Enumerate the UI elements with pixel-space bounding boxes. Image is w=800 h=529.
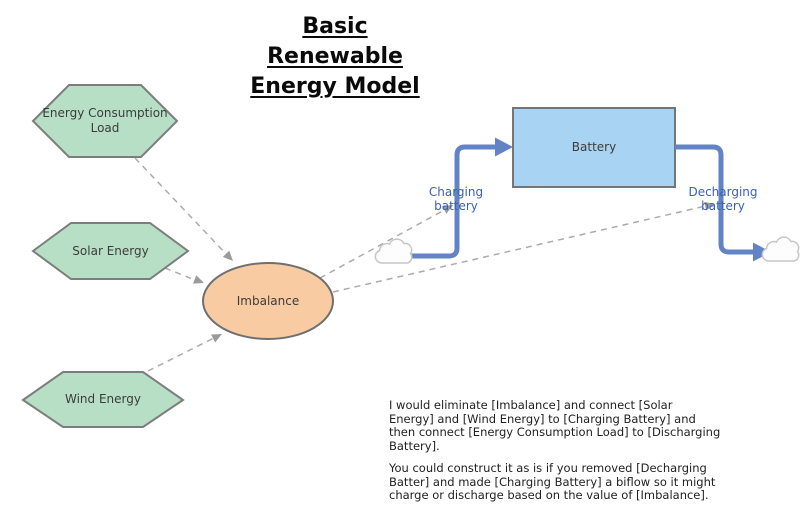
label-charging-battery-flow: Charging battery <box>406 185 506 213</box>
connector-energy-consumption-load-to-imbalance <box>134 157 230 258</box>
label-line: Battery <box>571 140 617 154</box>
label-line: Energy Consumption <box>42 106 168 120</box>
connector-imbalance-to-discharging <box>332 204 711 293</box>
rect-battery-stock <box>512 107 676 188</box>
ellipse-imbalance <box>202 262 334 340</box>
note-line: I would eliminate [Imbalance] and connec… <box>389 398 673 412</box>
note-line: Batter] and made [Charging Battery] a bi… <box>389 474 716 489</box>
connector-arrowhead-icon <box>193 275 204 284</box>
pipe-charging-flow <box>410 144 499 259</box>
connector-imbalance-to-charging <box>319 207 449 279</box>
cloud-source-icon <box>374 238 413 264</box>
title-line-3: Energy Model <box>250 74 420 99</box>
connector-arrowhead-icon <box>704 201 715 211</box>
label-line: Imbalance <box>236 293 300 308</box>
label-line: Solar Energy <box>72 243 149 258</box>
note-paragraph-2: You could construct it as is if you remo… <box>389 461 716 503</box>
hexagon-energy-consumption-load <box>31 84 179 158</box>
label-line: battery <box>701 199 745 213</box>
connector-arrowhead-icon <box>442 205 453 214</box>
label-imbalance: Imbalance <box>203 263 333 339</box>
note-line: You could construct it as is if you remo… <box>389 461 707 475</box>
note-line: Battery]. <box>389 439 440 454</box>
hexagon-solar-energy <box>31 222 190 280</box>
label-solar-energy: Solar Energy <box>33 223 188 279</box>
label-wind-energy: Wind Energy <box>23 372 183 427</box>
hexagon-wind-energy <box>21 371 185 428</box>
pipe-discharging-flow <box>675 144 755 255</box>
cloud-sink-icon <box>761 236 800 262</box>
label-discharging-battery-flow: Decharging battery <box>673 185 773 213</box>
note-line: charge or discharge based on the value o… <box>389 488 709 503</box>
charging-flow-arrowhead-icon <box>495 137 513 157</box>
label-line: Load <box>90 121 120 135</box>
connector-wind-energy-to-imbalance <box>147 335 219 372</box>
diagram-title: Basic Renewable Energy Model <box>185 12 485 102</box>
note-line: then connect [Energy Consumption Load] t… <box>389 425 721 440</box>
note-line: Energy] and [Wind Energy] to [Charging B… <box>389 411 696 426</box>
label-line: Charging <box>428 185 484 199</box>
connector-arrowhead-icon <box>222 250 233 261</box>
label-battery: Battery <box>513 108 675 187</box>
label-line: Wind Energy <box>65 392 141 406</box>
label-line: battery <box>434 199 478 213</box>
connector-arrowhead-icon <box>211 334 222 343</box>
note-paragraph-1: I would eliminate [Imbalance] and connec… <box>389 398 721 454</box>
title-line-2: Renewable <box>267 44 403 69</box>
title-line-1: Basic <box>302 14 368 39</box>
label-energy-consumption-load: Energy Consumption Load <box>33 85 177 157</box>
label-line: Decharging <box>688 185 758 199</box>
